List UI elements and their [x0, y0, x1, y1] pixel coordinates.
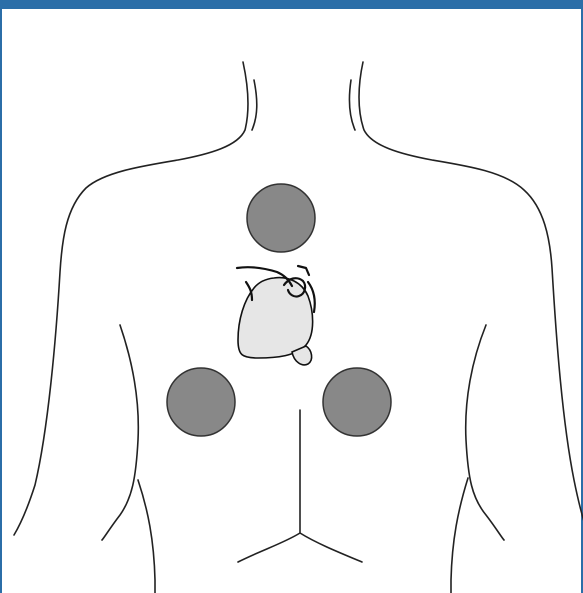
neck-right-line [359, 62, 583, 525]
heart-illustration [237, 266, 315, 365]
electrode-upper-chest [247, 184, 315, 252]
electrode-lower-right [167, 368, 235, 436]
left-armpit-line [102, 325, 138, 540]
neck-left-line [14, 62, 248, 535]
right-armpit-line [466, 325, 504, 540]
rib-y-line [238, 533, 362, 562]
neck-left-inner-line [252, 80, 257, 130]
electrode-lower-left [323, 368, 391, 436]
left-waist-line [138, 480, 155, 593]
right-waist-line [451, 478, 468, 593]
superior-vessel [298, 266, 309, 275]
neck-right-inner-line [349, 80, 355, 130]
